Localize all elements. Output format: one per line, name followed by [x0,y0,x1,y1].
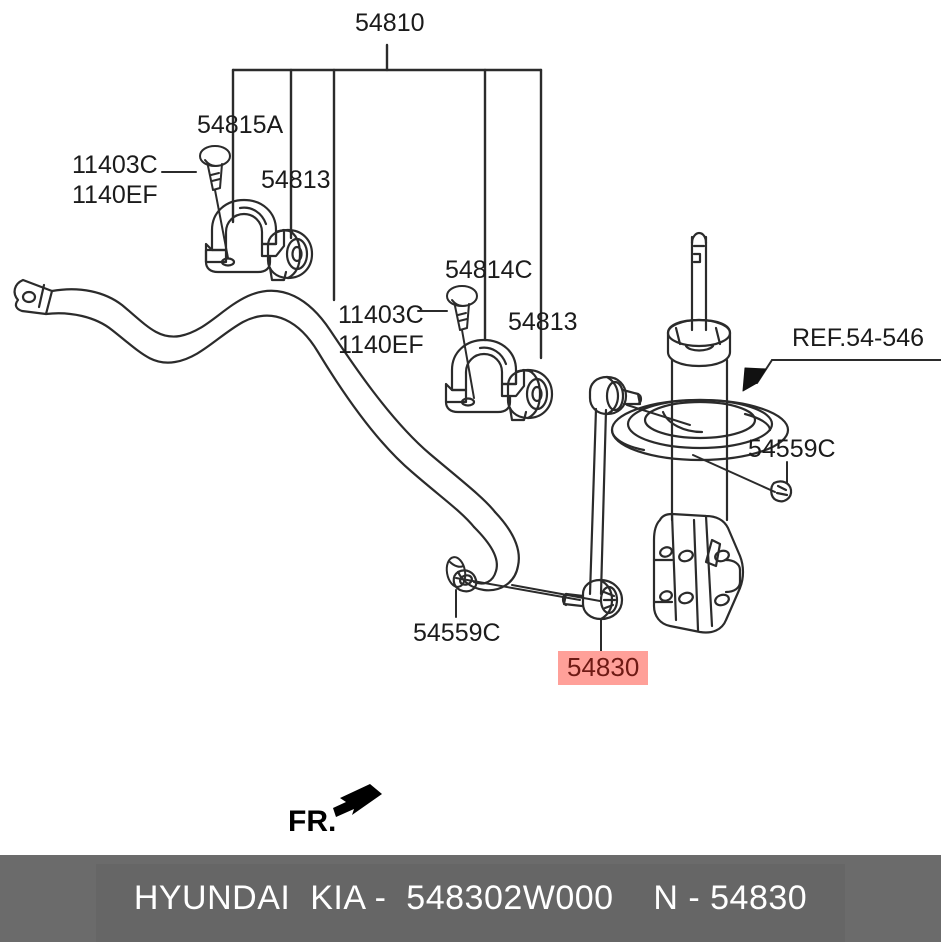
label-54810: 54810 [355,9,425,37]
leader-bracket-54810 [231,43,543,360]
label-54830-highlighted: 54830 [558,651,649,685]
label-54813-mid: 54813 [508,308,578,336]
bolt-11403c-left [199,145,231,259]
front-direction-label: FR. [288,805,337,838]
washer-54559c-left [445,556,467,588]
label-11403c-mid-line1: 11403C [338,301,424,329]
bushing-54813-left [266,228,314,282]
label-54559c-left: 54559C [413,619,501,647]
footer-catalog-text: HYUNDAI KIA - 548302W000 N - 54830 [133,879,808,917]
bushing-54813-mid [506,368,554,422]
label-54813-left: 54813 [261,166,331,194]
label-1140ef-left-line2: 1140EF [72,181,158,209]
label-54815a: 54815A [197,111,284,139]
leader-lines [161,171,941,653]
clamp-54814c-mid [444,338,526,414]
stabilizer-bar [13,278,520,593]
strut-assembly [610,231,793,634]
label-54814c: 54814C [445,256,533,284]
label-11403c-1140ef-mid: 11403C 1140EF [338,300,424,360]
label-11403c-1140ef-left: 11403C 1140EF [72,150,158,210]
label-1140ef-mid-line2: 1140EF [338,331,424,359]
ref-arrow-head [742,367,767,392]
footer-inner-band [96,864,845,942]
stabilizer-link-54830 [561,375,643,621]
bolt-11403c-mid [446,285,478,399]
label-54559c-right: 54559C [748,435,836,463]
label-ref-54-546: REF.54-546 [792,324,925,352]
footer-bar: HYUNDAI KIA - 548302W000 N - 54830 [0,855,941,942]
label-11403c-left-line1: 11403C [72,151,158,179]
front-direction-arrow-icon [333,784,382,817]
